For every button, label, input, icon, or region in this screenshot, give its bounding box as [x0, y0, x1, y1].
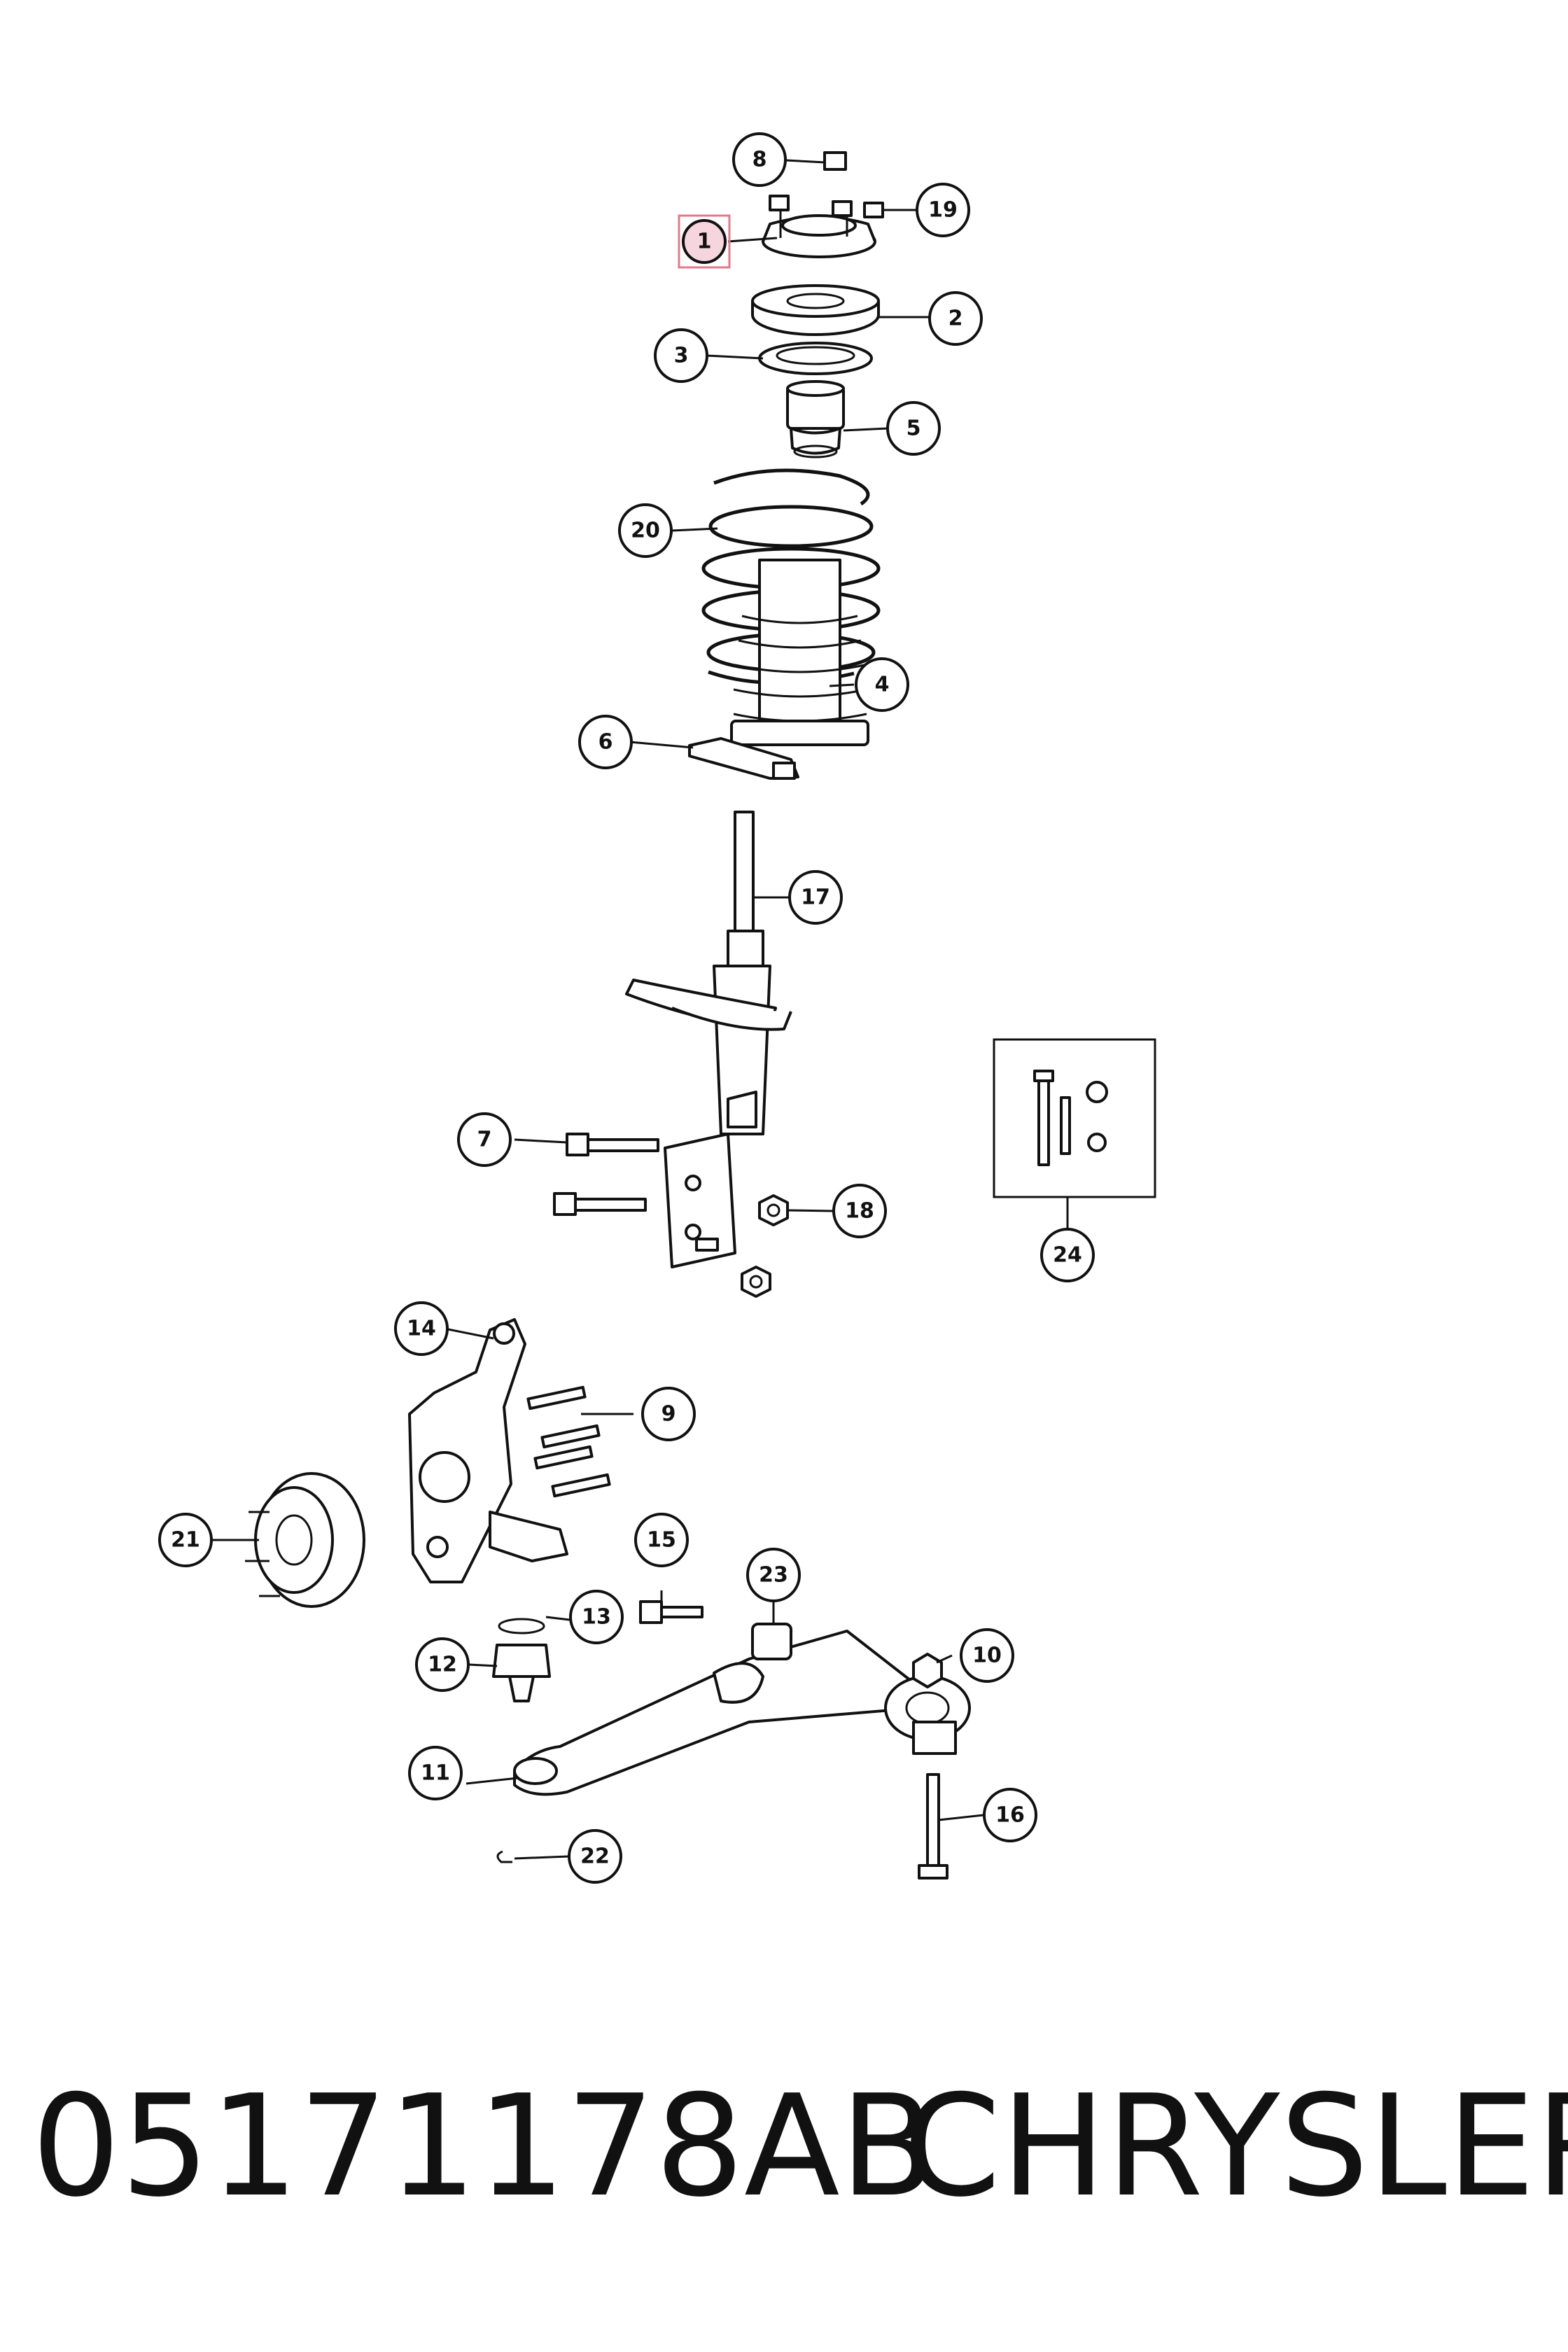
- callout-2[interactable]: 2: [928, 291, 983, 346]
- ball-joint-part: [492, 1600, 704, 1863]
- lower-isolator-part: [688, 737, 799, 780]
- svg-text:6: 6: [598, 730, 613, 755]
- strut-bolts-part: [553, 1133, 789, 1298]
- lower-control-arm-part: [513, 1623, 971, 1879]
- callout-17[interactable]: 17: [788, 870, 843, 925]
- svg-text:14: 14: [407, 1317, 436, 1341]
- svg-text:10: 10: [972, 1644, 1002, 1668]
- knuckle-bolts-part: [526, 1385, 611, 1498]
- callout-6[interactable]: 6: [578, 715, 633, 769]
- callout-1[interactable]: 1: [682, 219, 727, 264]
- callout-24[interactable]: 24: [1040, 1228, 1095, 1282]
- svg-text:2: 2: [948, 307, 963, 331]
- svg-text:24: 24: [1053, 1243, 1082, 1268]
- svg-text:21: 21: [171, 1528, 200, 1553]
- callout-15[interactable]: 15: [634, 1513, 689, 1567]
- svg-text:16: 16: [995, 1803, 1025, 1828]
- svg-text:15: 15: [647, 1528, 676, 1553]
- callout-13[interactable]: 13: [569, 1590, 624, 1644]
- brand-name: CHRYSLER: [903, 2065, 1568, 2228]
- strut-mount-part: [762, 151, 884, 258]
- svg-text:17: 17: [801, 886, 830, 910]
- coil-spring-part: [701, 468, 881, 685]
- svg-text:4: 4: [875, 673, 890, 697]
- jounce-bumper-part: [786, 380, 845, 458]
- svg-text:19: 19: [928, 198, 958, 223]
- callout-14[interactable]: 14: [394, 1301, 449, 1356]
- callout-16[interactable]: 16: [983, 1788, 1037, 1842]
- svg-text:8: 8: [752, 148, 767, 172]
- callout-18[interactable]: 18: [832, 1184, 887, 1238]
- part-number: 05171178AB: [31, 2065, 936, 2228]
- svg-text:3: 3: [674, 344, 689, 368]
- svg-text:1: 1: [697, 230, 712, 254]
- callouts: 1 2 3 4 5 6 7 8 9 10 11 12 13 14 15 16 1…: [158, 132, 1095, 1884]
- steering-knuckle-part: [408, 1318, 568, 1583]
- callout-19[interactable]: 19: [916, 183, 970, 237]
- svg-text:11: 11: [421, 1761, 450, 1786]
- callout-3[interactable]: 3: [654, 328, 708, 383]
- leader-lines: [211, 158, 1069, 1860]
- callout-22[interactable]: 22: [568, 1829, 622, 1884]
- svg-text:5: 5: [906, 416, 921, 441]
- callout-7[interactable]: 7: [457, 1112, 512, 1167]
- callout-20[interactable]: 20: [618, 503, 673, 558]
- callout-10[interactable]: 10: [960, 1628, 1014, 1683]
- svg-text:9: 9: [662, 1402, 676, 1427]
- strut-bearing-part: [751, 284, 880, 336]
- callout-12[interactable]: 12: [415, 1637, 470, 1692]
- svg-text:18: 18: [845, 1199, 874, 1224]
- svg-text:22: 22: [580, 1844, 610, 1869]
- fastener-kit-part: [993, 1038, 1156, 1198]
- svg-text:20: 20: [631, 519, 660, 543]
- callout-23[interactable]: 23: [746, 1548, 801, 1602]
- dust-boot-part: [730, 559, 869, 746]
- callout-5[interactable]: 5: [886, 401, 941, 456]
- svg-text:12: 12: [428, 1653, 457, 1677]
- callout-8[interactable]: 8: [732, 132, 787, 187]
- caption: 05171178AB CHRYSLER: [0, 2065, 1568, 2247]
- callout-21[interactable]: 21: [158, 1513, 213, 1567]
- hub-bearing-part: [245, 1472, 365, 1608]
- callout-1-highlight-box: [678, 214, 731, 269]
- spring-seat-part: [758, 342, 873, 375]
- callout-11[interactable]: 11: [408, 1746, 463, 1800]
- svg-text:7: 7: [477, 1128, 492, 1152]
- svg-text:23: 23: [759, 1563, 788, 1588]
- callout-4[interactable]: 4: [855, 657, 909, 712]
- strut-assembly-part: [625, 811, 792, 1268]
- callout-9[interactable]: 9: [641, 1387, 696, 1441]
- svg-text:13: 13: [582, 1605, 611, 1630]
